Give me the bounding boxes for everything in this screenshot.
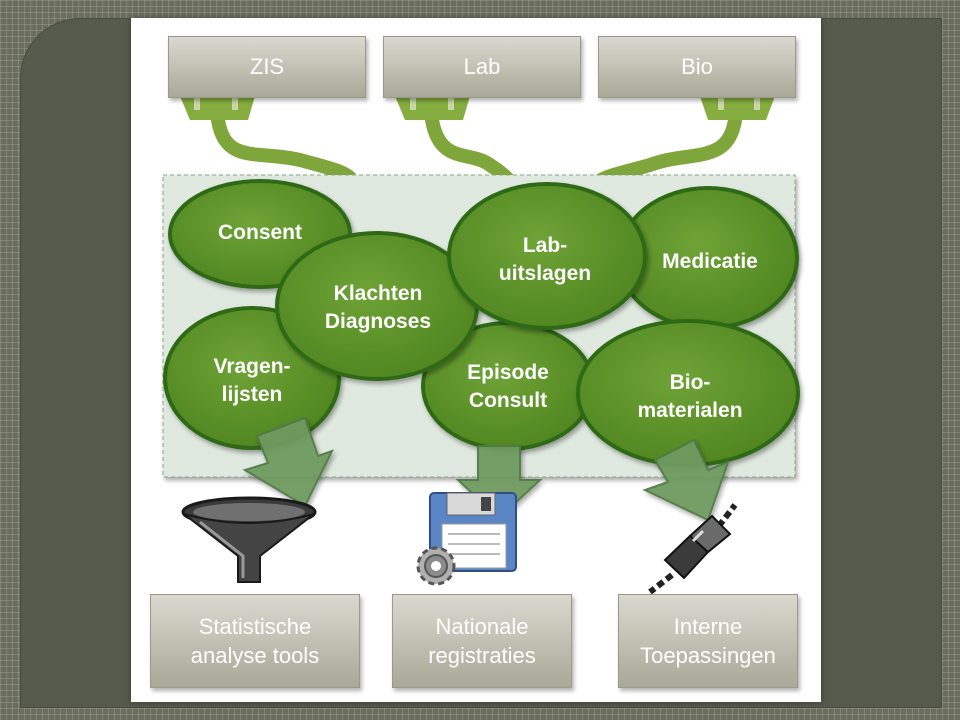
cable-bio xyxy=(591,96,775,189)
cable-lab xyxy=(395,96,519,193)
ellipse-klachten-diagnoses xyxy=(275,231,479,381)
source-lab-label: Lab xyxy=(463,54,501,79)
output-statistische-analyse: Statistische analyse tools xyxy=(150,594,360,688)
output-nationale-registraties-label: Nationale registraties xyxy=(428,614,536,668)
source-zis: ZIS xyxy=(168,36,366,98)
arrow-to-plug xyxy=(642,438,730,522)
floppy-disk-gear-icon xyxy=(416,492,517,586)
ellipse-lab-uitslagen xyxy=(447,182,647,330)
arrow-to-floppy xyxy=(455,445,543,520)
output-nationale-registraties: Nationale registraties xyxy=(392,594,572,688)
funnel-icon xyxy=(181,496,317,583)
source-bio: Bio xyxy=(598,36,796,98)
arrow-to-funnel xyxy=(242,416,334,508)
cable-zis xyxy=(180,96,357,185)
output-interne-toepassingen-label: Interne Toepassingen xyxy=(640,614,776,668)
output-statistische-analyse-label: Statistische analyse tools xyxy=(190,614,320,668)
output-interne-toepassingen: Interne Toepassingen xyxy=(618,594,798,688)
plug-connector-icon xyxy=(648,503,738,595)
source-zis-label: ZIS xyxy=(249,54,285,79)
source-bio-label: Bio xyxy=(681,54,713,79)
source-lab: Lab xyxy=(383,36,581,98)
